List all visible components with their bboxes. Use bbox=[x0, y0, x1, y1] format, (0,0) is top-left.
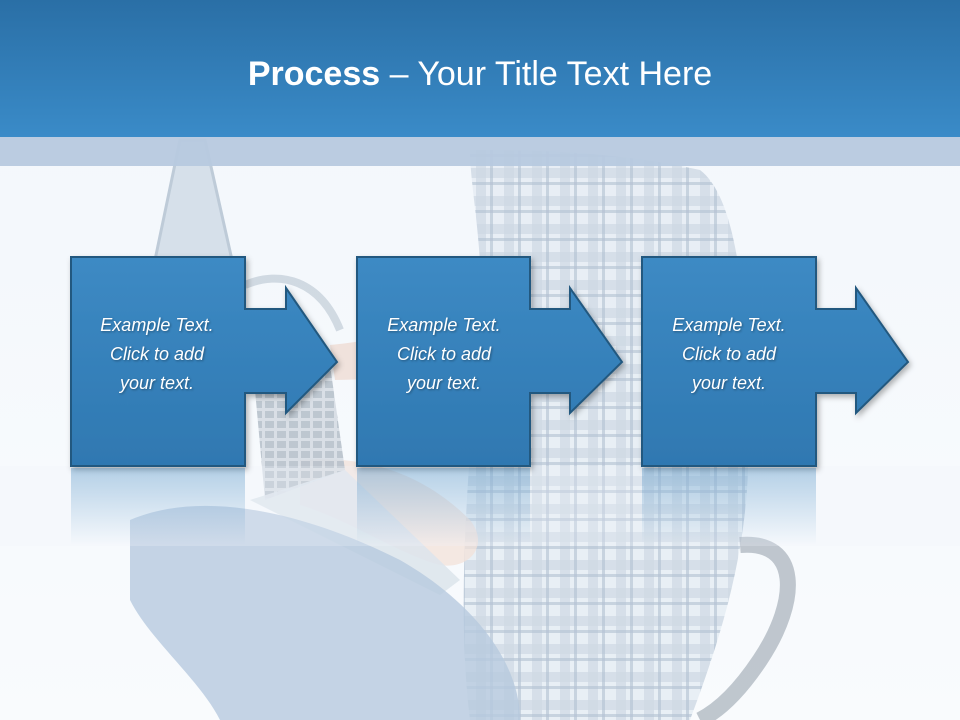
title-bar bbox=[0, 0, 960, 137]
slide-title-bold: Process bbox=[247, 55, 381, 93]
slide-title[interactable]: Process – Your Title Text Here bbox=[0, 50, 960, 98]
process-step-3-shape bbox=[641, 256, 910, 467]
process-step-3-line-3: your text. bbox=[691, 373, 767, 393]
process-step-3-text[interactable]: Example Text. Click to add your text. bbox=[643, 311, 815, 398]
process-step-1-reflection bbox=[71, 468, 245, 545]
process-step-2-shape bbox=[356, 256, 624, 467]
slide-title-rest: Your Title Text Here bbox=[417, 55, 713, 93]
process-step-2-line-3: your text. bbox=[406, 373, 482, 393]
slide-title-dash: – bbox=[380, 55, 418, 93]
process-step-1-line-3: your text. bbox=[119, 373, 195, 393]
process-step-1-shape bbox=[70, 256, 339, 467]
process-step-3-reflection bbox=[642, 468, 816, 545]
process-step-1-line-1: Example Text. bbox=[100, 315, 214, 335]
process-step-1-text[interactable]: Example Text. Click to add your text. bbox=[71, 311, 243, 398]
title-underline-band bbox=[0, 137, 960, 166]
process-step-2-text[interactable]: Example Text. Click to add your text. bbox=[358, 311, 530, 398]
process-step-3-line-2: Click to add bbox=[681, 344, 777, 364]
process-step-3[interactable] bbox=[641, 256, 910, 545]
process-step-1-line-2: Click to add bbox=[109, 344, 205, 364]
process-step-2-line-2: Click to add bbox=[396, 344, 492, 364]
process-step-2-line-1: Example Text. bbox=[387, 315, 501, 335]
process-step-3-line-1: Example Text. bbox=[672, 315, 786, 335]
process-step-1[interactable] bbox=[70, 256, 339, 545]
process-step-2[interactable] bbox=[356, 256, 624, 545]
process-step-2-reflection bbox=[357, 468, 530, 545]
